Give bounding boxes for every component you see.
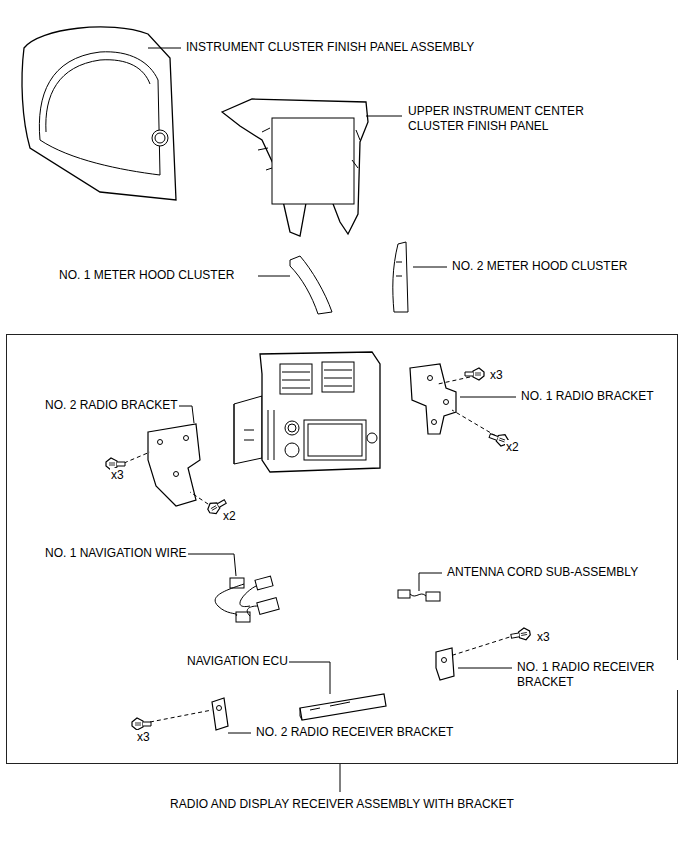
radio-receiver [285,443,299,457]
center-cluster-finish-panel [258,128,272,170]
radio-bracket-1 [444,400,449,405]
screws [465,368,484,380]
radio-receiver [282,370,352,388]
radio-receiver [234,404,235,464]
antenna-cord [398,590,410,598]
radio-bracket-1 [452,410,496,436]
radio-receiver [288,424,296,432]
meter-hood-2 [396,262,402,276]
navigation-ecu [288,662,386,720]
radio-bracket-2 [124,406,214,508]
meter-hood-1 [258,256,332,314]
radio-receiver [308,424,362,456]
part-label: NO. 2 RADIO BRACKET [44,398,179,413]
screws [510,627,531,642]
radio-receiver-bracket-1 [436,648,454,680]
leader-line [419,573,442,591]
cluster-finish-panel [155,133,165,143]
leader-line [228,733,251,734]
center-cluster-finish-panel [352,130,360,168]
leader-line [413,267,447,268]
center-cluster-finish-panel [272,118,354,204]
quantity-label: x3 [136,730,151,745]
radio-receiver [244,410,274,460]
cluster-finish-panel [152,130,168,146]
cluster-finish-panel [46,60,150,132]
meter-hood-2 [393,242,408,312]
part-label: UPPER INSTRUMENT CENTER CLUSTER FINISH P… [407,104,599,134]
navigation-ecu [300,702,350,720]
leader-line [340,764,341,792]
radio-bracket-2 [158,440,163,445]
navigation-wire [215,584,258,616]
cluster-finish-panel [39,52,160,175]
radio-bracket-1 [410,364,516,436]
center-cluster-finish-panel [222,99,368,236]
radio-bracket-2 [184,436,189,441]
radio-receiver [234,352,380,472]
leader-line [366,116,402,117]
radio-bracket-1 [428,376,433,381]
navigation-wire [257,598,279,615]
radio-receiver [280,364,312,394]
part-label: NO. 2 RADIO RECEIVER BRACKET [255,725,454,740]
part-label: NAVIGATION ECU [186,654,289,669]
quantity-label: x2 [222,509,237,524]
meter-hood-1 [290,256,332,314]
cluster-finish-panel [22,27,181,200]
navigation-ecu [300,694,386,720]
radio-receiver-bracket-1 [442,658,447,663]
radio-bracket-1 [432,420,437,425]
quantity-label: x3 [536,630,551,645]
part-label: NO. 2 METER HOOD CLUSTER [451,259,628,274]
quantity-label: x2 [505,440,520,455]
part-label: NO. 1 NAVIGATION WIRE [44,546,188,561]
radio-receiver [322,362,354,392]
radio-bracket-2 [148,424,200,506]
leader-line [258,276,290,277]
quantity-label: x3 [110,468,125,483]
leader-line [288,662,330,694]
parts-illustration [22,27,516,792]
radio-receiver [367,433,377,443]
part-label: NO. 1 METER HOOD CLUSTER [58,268,235,283]
radio-bracket-1 [410,364,456,434]
radio-bracket-1 [438,377,470,384]
radio-receiver-bracket-2 [150,710,212,722]
radio-receiver-bracket-2 [217,706,222,711]
part-label: NO. 1 RADIO BRACKET [520,389,655,404]
radio-receiver-bracket-1 [436,635,516,680]
quantity-label: x3 [489,368,504,383]
navigation-wire [255,576,273,590]
radio-bracket-2 [174,472,179,477]
antenna-cord [426,592,440,601]
leader-line [148,48,181,49]
radio-receiver-bracket-1 [450,635,516,656]
antenna-cord [398,573,442,601]
radio-receiver [304,420,366,460]
navigation-wire [188,554,279,622]
radio-bracket-2 [124,452,150,463]
leader-line [458,668,512,669]
cluster-finish-panel [22,27,176,200]
part-label: INSTRUMENT CLUSTER FINISH PANEL ASSEMBLY [185,40,475,55]
leader-line [460,397,516,398]
radio-receiver-bracket-2 [212,698,228,730]
radio-receiver [285,421,299,435]
meter-hood-2 [393,242,447,312]
part-label: NO. 1 RADIO RECEIVER BRACKET [516,660,678,690]
leader-line [188,554,236,576]
screws [132,718,151,730]
part-label: ANTENNA CORD SUB-ASSEMBLY [446,565,639,580]
antenna-cord [410,594,426,596]
center-cluster-finish-panel [222,99,402,236]
radio-receiver-bracket-2 [150,698,251,733]
leader-line [178,406,194,423]
radio-receiver [260,352,380,472]
assembly-name: RADIO AND DISPLAY RECEIVER ASSEMBLY WITH… [7,797,677,812]
